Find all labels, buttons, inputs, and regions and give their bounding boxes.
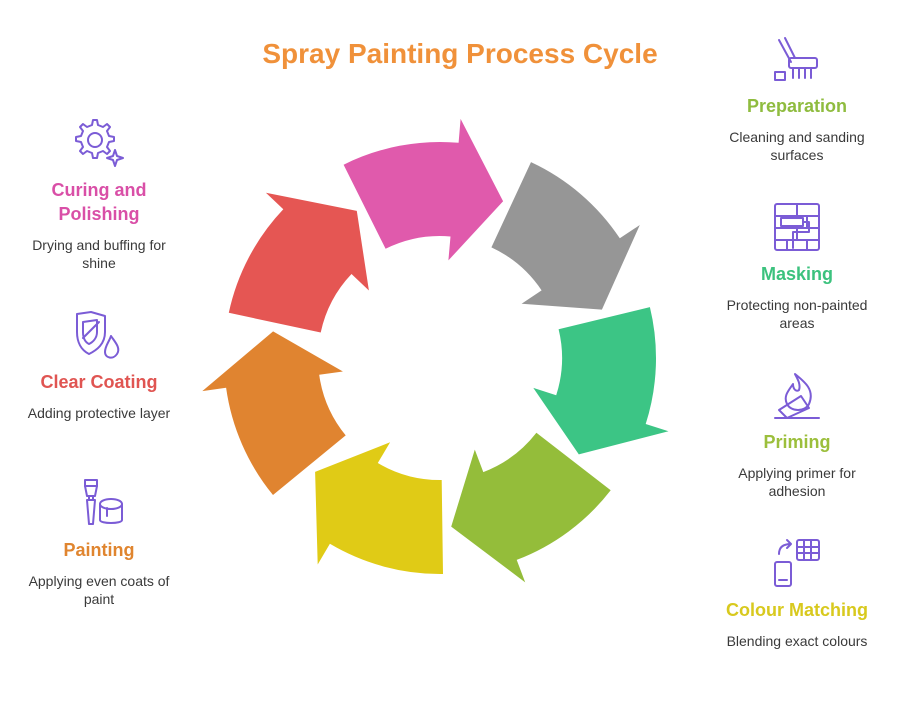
step-description: Protecting non-painted areas bbox=[726, 297, 868, 331]
cycle-arrow-painting bbox=[202, 331, 346, 495]
step-description: Cleaning and sanding surfaces bbox=[729, 129, 865, 163]
step-painting: Painting Applying even coats of paint bbox=[14, 478, 184, 608]
step-priming: Priming Applying primer for adhesion bbox=[712, 370, 882, 500]
step-name: Preparation bbox=[746, 96, 848, 116]
cycle-arrow-priming bbox=[451, 432, 611, 583]
gear-sparkle-icon bbox=[75, 119, 124, 167]
cycle-arrow-curing bbox=[343, 118, 504, 261]
step-name: Colour Matching bbox=[726, 600, 868, 620]
step-name: Masking bbox=[760, 264, 834, 284]
step-description: Blending exact colours bbox=[726, 633, 868, 649]
cycle-arrow-preparation bbox=[491, 162, 640, 310]
cleaning-brush-icon bbox=[774, 37, 818, 81]
step-curing: Curing and Polishing Drying and buffing … bbox=[14, 118, 184, 272]
cycle-arrow-masking bbox=[533, 307, 669, 455]
step-name: Clear Coating bbox=[40, 372, 158, 392]
step-description: Adding protective layer bbox=[27, 405, 171, 421]
page-title: Spray Painting Process Cycle bbox=[262, 38, 658, 69]
step-description: Applying even coats of paint bbox=[28, 573, 170, 607]
step-description: Applying primer for adhesion bbox=[738, 465, 856, 499]
shield-drop-icon bbox=[76, 311, 120, 359]
step-clear-coating: Clear Coating Adding protective layer bbox=[14, 310, 184, 422]
step-description: Drying and buffing for shine bbox=[32, 237, 166, 271]
step-name: Priming bbox=[763, 432, 831, 452]
step-preparation: Preparation Cleaning and sanding surface… bbox=[712, 34, 882, 164]
step-name: Curing and Polishing bbox=[51, 180, 147, 224]
brush-bucket-icon bbox=[84, 479, 123, 525]
phone-swatch-icon bbox=[774, 539, 820, 587]
cycle-arrow-clear-coating bbox=[228, 192, 369, 333]
step-name: Painting bbox=[63, 540, 135, 560]
step-colour-matching: Colour Matching Blending exact colours bbox=[712, 538, 882, 650]
wall-roller-icon bbox=[774, 203, 820, 251]
cycle-arrow-colour-matching bbox=[315, 442, 443, 575]
step-masking: Masking Protecting non-painted areas bbox=[712, 202, 882, 332]
flame-icon bbox=[774, 373, 820, 419]
